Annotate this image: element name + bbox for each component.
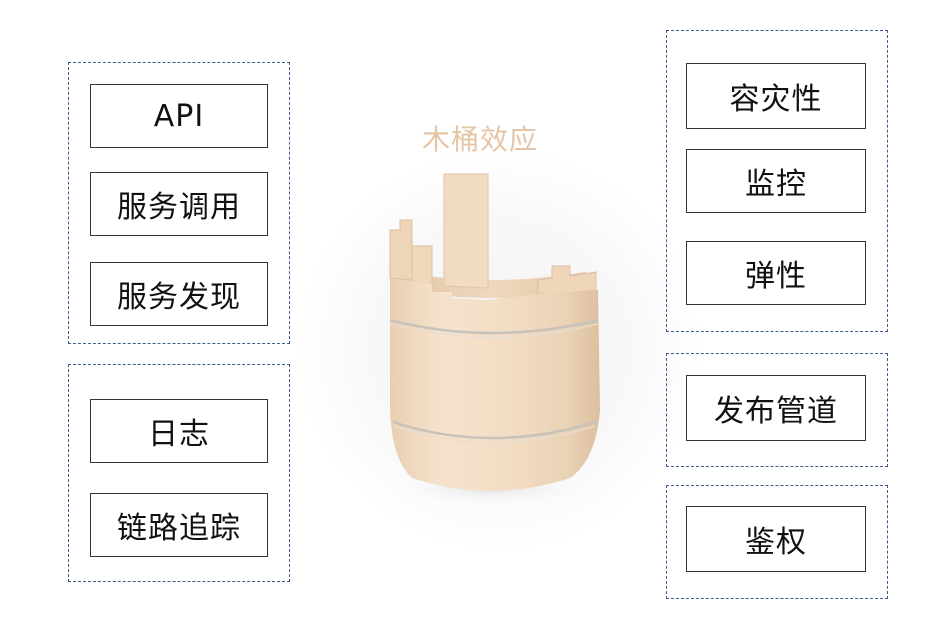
right-group-1 (666, 30, 888, 332)
box-elasticity: 弹性 (686, 241, 866, 305)
box-logging: 日志 (90, 399, 268, 463)
box-disaster-recovery: 容灾性 (686, 63, 866, 129)
diagram-title: 木桶效应 (421, 123, 538, 156)
box-authentication: 鉴权 (686, 506, 866, 572)
box-tracing: 链路追踪 (90, 493, 268, 557)
left-group-2 (68, 364, 290, 582)
box-service-call: 服务调用 (90, 172, 268, 236)
box-api: API (90, 84, 268, 148)
box-release-pipeline: 发布管道 (686, 375, 866, 441)
left-group-1 (68, 62, 290, 344)
wooden-bucket-image (380, 173, 600, 506)
box-monitoring: 监控 (686, 149, 866, 213)
right-group-2 (666, 353, 888, 467)
right-group-3 (666, 485, 888, 599)
box-service-discovery: 服务发现 (90, 262, 268, 326)
